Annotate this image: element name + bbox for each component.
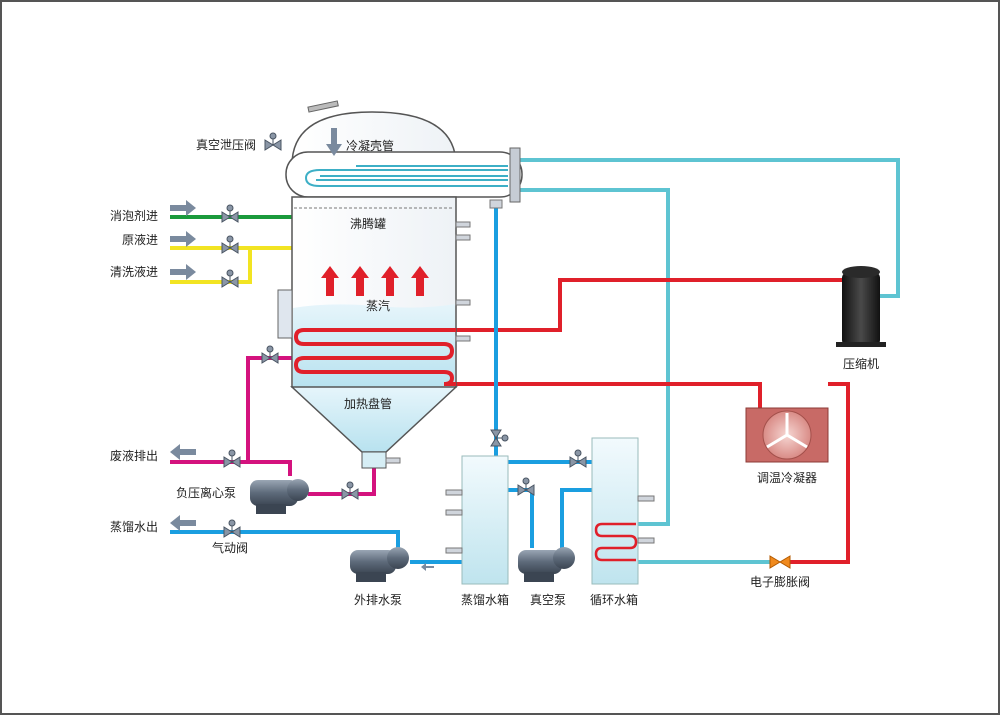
vacuum-pump <box>518 547 575 582</box>
inlet-arrows <box>170 200 196 531</box>
raw-liquid-inlet-label: 原液进 <box>122 232 158 247</box>
cleaning-liquid-inlet-label: 清洗液进 <box>110 264 158 279</box>
distilled-water-outlet-label: 蒸馏水出 <box>110 520 158 534</box>
tank-link-valve <box>569 449 587 468</box>
labels: 真空泄压阀 冷凝壳管 沸腾罐 蒸汽 加热盘管 消泡剂进 原液进 清洗液进 废液排… <box>110 138 879 607</box>
valves <box>221 132 587 538</box>
vacuum-relief-valve-label: 真空泄压阀 <box>196 138 256 152</box>
vacuum-pump-label: 真空泵 <box>530 593 566 607</box>
circulating-water-tank <box>591 437 655 585</box>
condensate-down-arrow <box>326 128 342 156</box>
defoamer-valve <box>221 204 239 223</box>
discharge-pump <box>350 547 409 582</box>
distilled-water-tank-label: 蒸馏水箱 <box>461 592 509 607</box>
distillate-valve <box>490 429 509 447</box>
circulating-water-tank-label: 循环水箱 <box>590 592 638 607</box>
steam-label: 蒸汽 <box>366 298 390 313</box>
expansion-valve <box>769 555 791 569</box>
negative-pressure-pump-label: 负压离心泵 <box>176 485 236 500</box>
temp-condenser-label: 调温冷凝器 <box>757 470 817 485</box>
small-flow-arrow <box>421 563 434 571</box>
compressor <box>836 266 886 347</box>
raw-liquid-valve <box>221 235 239 254</box>
bottom-valve <box>341 481 359 500</box>
refrigerant-pipes <box>456 278 850 564</box>
pneumatic-valve <box>223 519 241 538</box>
condenser-shell-tube-label: 冷凝壳管 <box>346 138 394 153</box>
defoamer-inlet-label: 消泡剂进 <box>110 208 158 223</box>
heating-coil-label: 加热盘管 <box>344 396 392 411</box>
vacuum-line-valve <box>517 477 535 496</box>
recirc-valve <box>261 345 279 364</box>
cooling-water-pipes <box>520 158 900 564</box>
temp-condenser <box>745 407 829 463</box>
pneumatic-valve-label: 气动阀 <box>212 540 248 555</box>
waste-liquid-outlet-label: 废液排出 <box>110 448 158 463</box>
boiling-tank-label: 沸腾罐 <box>350 216 386 231</box>
compressor-label: 压缩机 <box>843 356 879 371</box>
vacuum-relief-valve <box>264 132 282 151</box>
expansion-valve-label: 电子膨胀阀 <box>750 575 810 589</box>
boiling-vessel <box>277 100 523 469</box>
distilled-water-tank <box>445 455 509 585</box>
steam-arrows <box>321 266 429 296</box>
discharge-pump-label: 外排水泵 <box>354 593 402 607</box>
cleaning-liquid-valve <box>221 269 239 288</box>
negative-pressure-pump <box>250 479 309 514</box>
waste-valve <box>223 449 241 468</box>
